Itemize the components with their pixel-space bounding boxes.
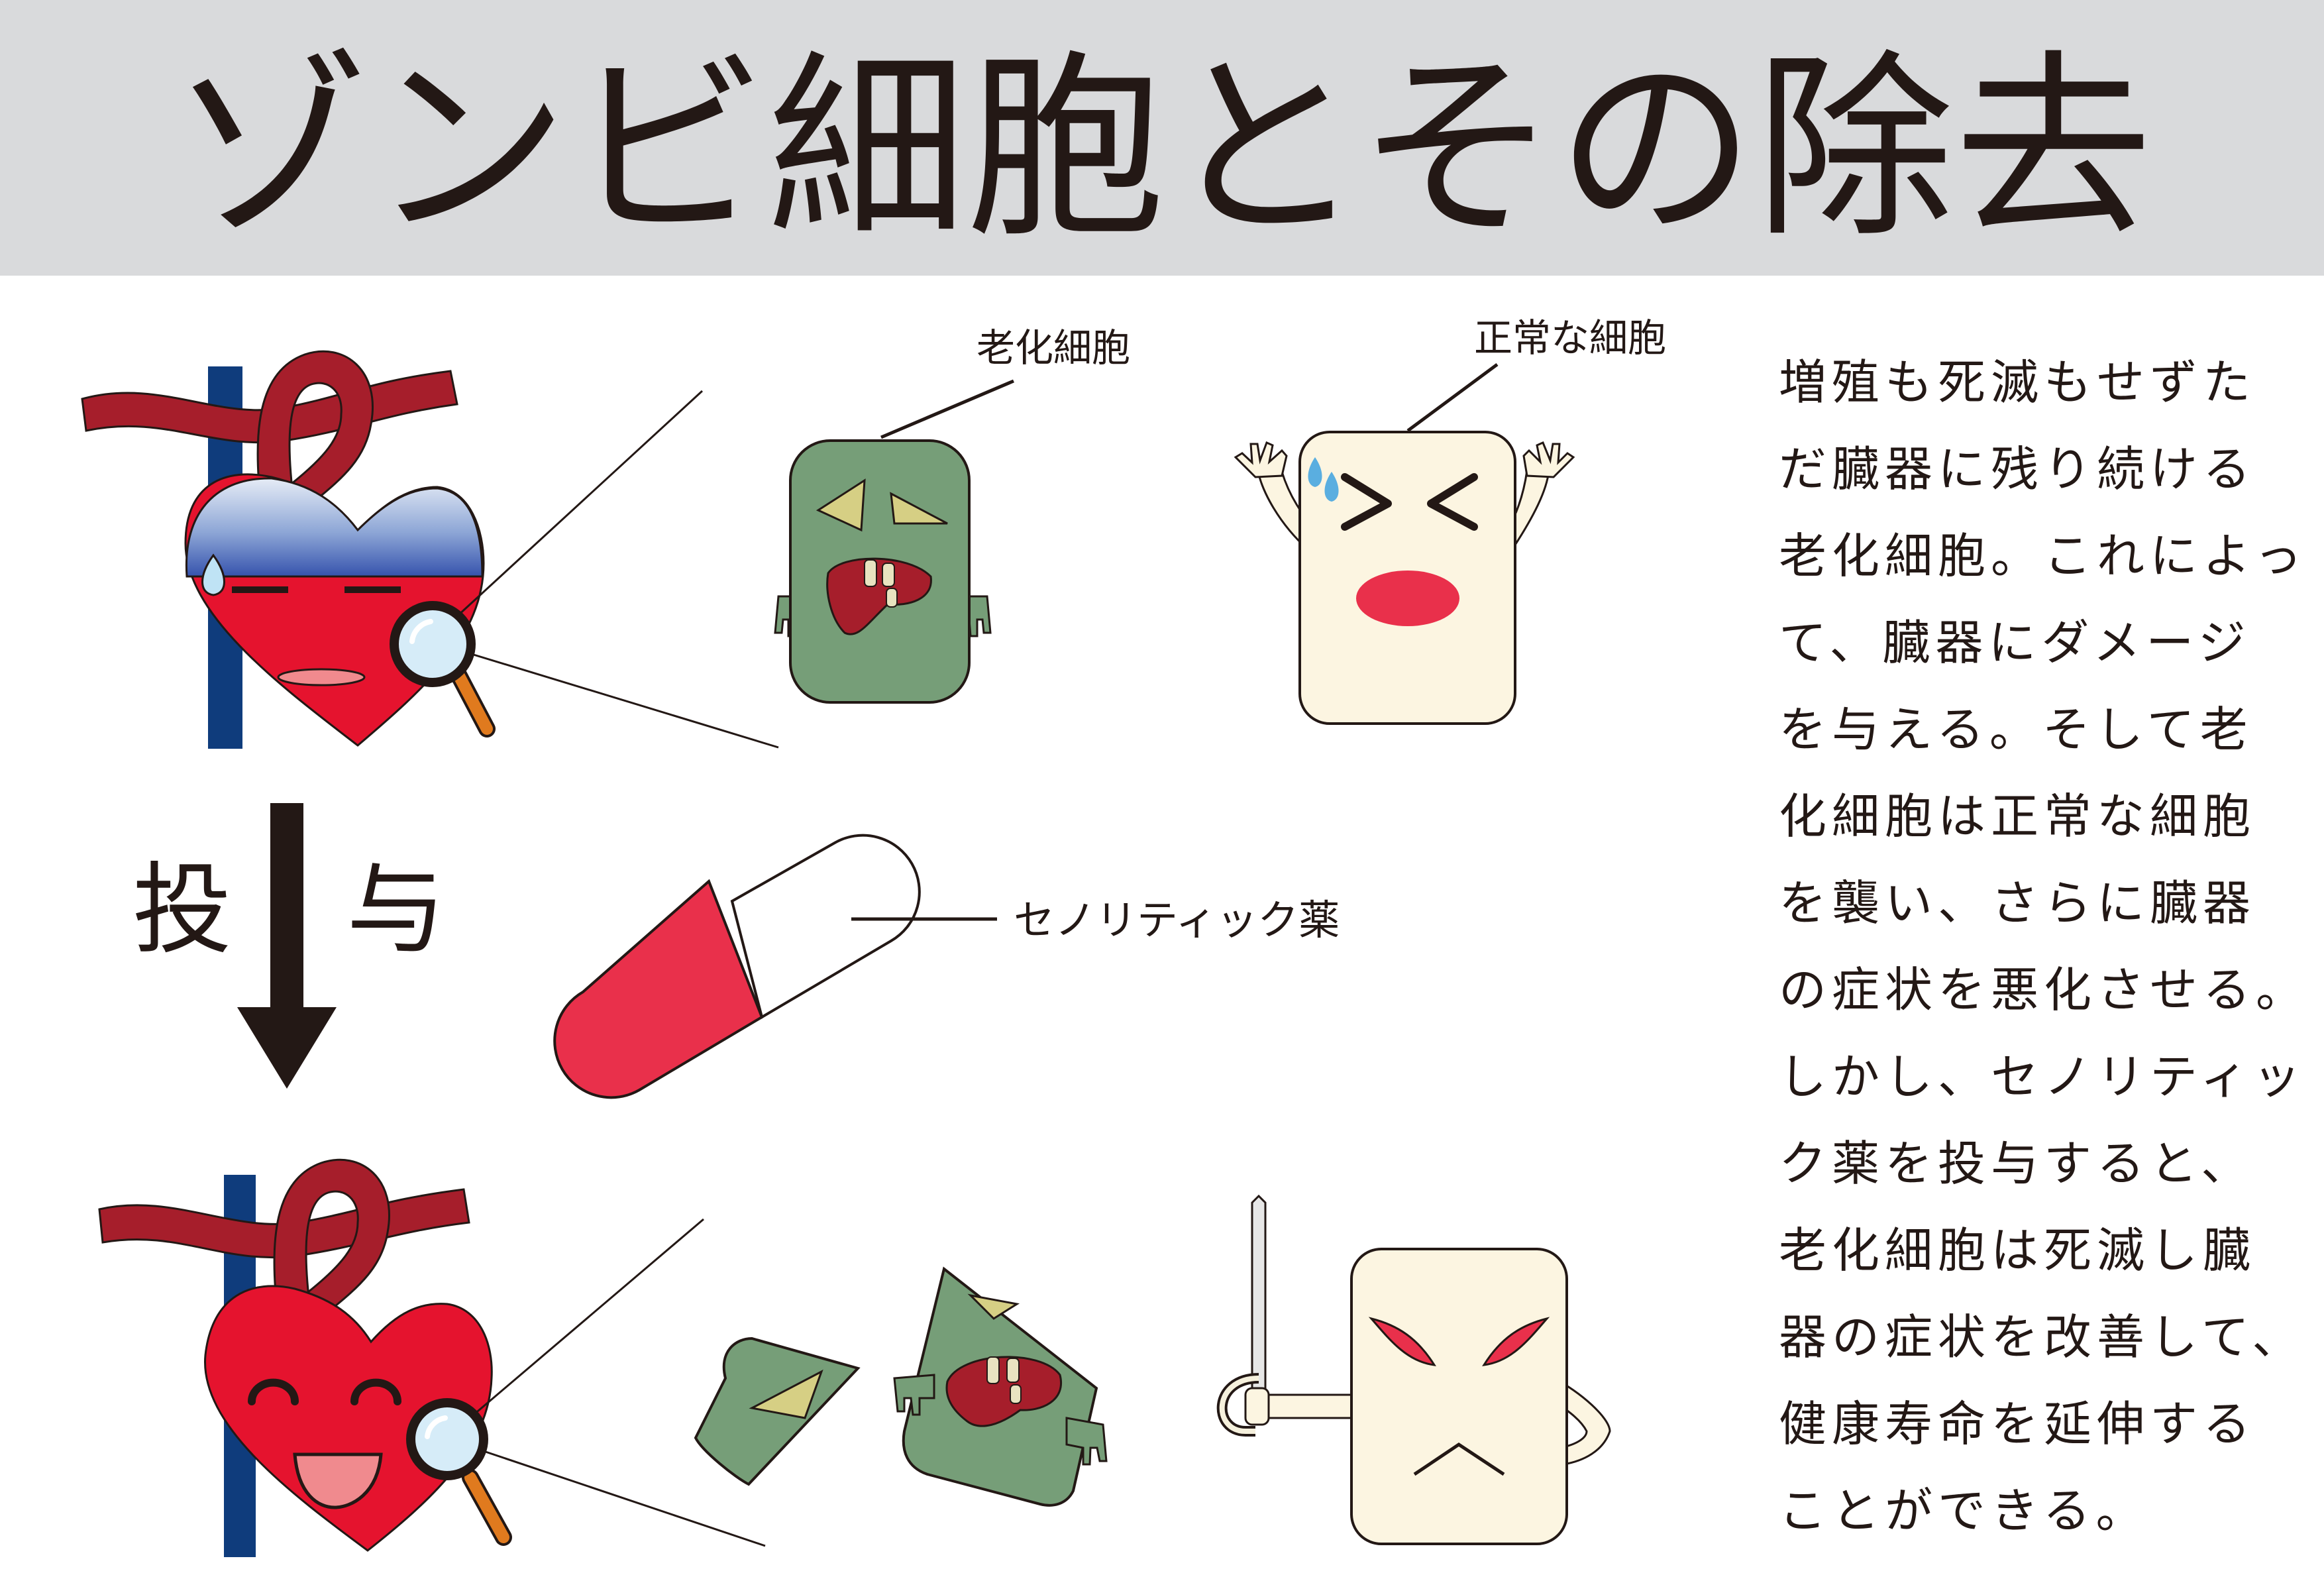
arrow-label-right: 与 [346, 853, 446, 968]
normal-cell: 正常な細胞 [1234, 315, 1666, 725]
squint-eye-left [1341, 473, 1392, 531]
description-line: て、臓器にダメージ [1779, 615, 2251, 671]
normal-cell-body [1350, 1248, 1568, 1545]
leader-line [880, 379, 1014, 439]
zombie-tooth [1010, 1384, 1022, 1404]
description-line: 健康寿命を延伸する [1779, 1396, 2256, 1452]
squint-eye-right [1427, 473, 1478, 531]
heart-body [204, 1285, 493, 1552]
arrow-head [237, 1007, 337, 1089]
scared-mouth [1356, 571, 1459, 626]
title-banner: ゾンビ細胞とその除去 [0, 0, 2324, 276]
description-line: 増殖も死滅もせずた [1779, 354, 2256, 410]
hand-left [1234, 441, 1288, 478]
description-line: 化細胞は正常な細胞 [1779, 789, 2256, 844]
administration-arrow: 投 与 [132, 803, 446, 1089]
senolytic-capsule: セノリティック薬 [553, 834, 1340, 1099]
description-line: の症状を悪化させる。 [1779, 962, 2309, 1018]
closed-eye-right [344, 586, 401, 593]
senescent-cell: 老化細胞 [774, 325, 1130, 704]
zombie-eye-fragment [749, 1369, 823, 1419]
description-line: ことができる。 [1779, 1483, 2149, 1539]
zombie-tooth [1006, 1358, 1020, 1383]
zombie-tooth [864, 559, 877, 587]
magnifier-handle [464, 1472, 509, 1543]
capsule-white-half [730, 834, 921, 1020]
zombie-eye-right [890, 492, 948, 525]
description-line: ク薬を投与すると、 [1779, 1136, 2254, 1191]
description-line: を襲い、さらに臓器 [1779, 875, 2256, 931]
fighting-normal-cell [1216, 1194, 1611, 1545]
zombie-tooth [986, 1356, 1000, 1384]
smile-eye-right [350, 1378, 401, 1405]
aorta-arch [273, 1158, 390, 1320]
description-line: 器の症状を改善して、 [1779, 1309, 2305, 1365]
heart-gloom [185, 477, 484, 578]
drug-label: セノリティック薬 [1014, 896, 1340, 944]
zombie-hand-right [1065, 1417, 1108, 1466]
description-line: だ臓器に残り続ける [1779, 441, 2256, 497]
description-line: 老化細胞は死滅し臓 [1779, 1223, 2256, 1278]
description-line: しかし、セノリティッ [1779, 1049, 2306, 1105]
heart-mouth [277, 668, 366, 686]
sweat-drop-icon [1308, 457, 1322, 487]
arrow-shaft [270, 803, 303, 1022]
description-line: を与える。そして老 [1779, 702, 2253, 757]
zombie-tooth [882, 563, 895, 587]
arm-sword [1261, 1393, 1356, 1419]
senescent-cell-label: 老化細胞 [977, 325, 1130, 370]
sword-hand [1244, 1387, 1270, 1426]
closed-eye-left [232, 586, 288, 593]
arrow-label-left: 投 [132, 853, 232, 968]
frown-mouth [1413, 1442, 1505, 1476]
leader-line [1406, 362, 1499, 433]
magnifier-lens [406, 1398, 488, 1480]
page-title: ゾンビ細胞とその除去 [171, 33, 2153, 264]
sick-heart [81, 350, 779, 749]
zoom-line [483, 1450, 766, 1547]
zombie-hand-left [893, 1374, 935, 1416]
destroyed-senescent-cell [694, 1266, 1108, 1507]
description-line: 老化細胞。これによっ [1779, 528, 2307, 584]
angry-eye-right [1482, 1317, 1550, 1366]
magnifier-lens [390, 601, 476, 687]
smile-eye-left [248, 1378, 299, 1405]
aorta-arch [256, 350, 374, 512]
normal-cell-label: 正常な細胞 [1474, 315, 1666, 360]
sweat-drop-icon [201, 553, 225, 596]
zombie-tooth [886, 588, 898, 608]
zombie-eye-fragment [967, 1293, 1020, 1320]
healthy-heart [98, 1158, 766, 1557]
zoom-line [456, 390, 704, 618]
zoom-line [473, 1218, 704, 1416]
zombie-mouth [945, 1356, 1063, 1427]
zoom-line [466, 651, 779, 749]
smile-mouth [293, 1452, 383, 1509]
hand-right [1522, 441, 1575, 478]
description-text: 増殖も死滅もせずただ臓器に残り続ける老化細胞。これによって、臓器にダメージを与え… [1779, 339, 2309, 1554]
sweat-drop-icon [1324, 472, 1339, 502]
capsule-red-half [553, 879, 764, 1099]
angry-eye-left [1368, 1317, 1436, 1366]
zombie-eye-left [816, 478, 866, 532]
